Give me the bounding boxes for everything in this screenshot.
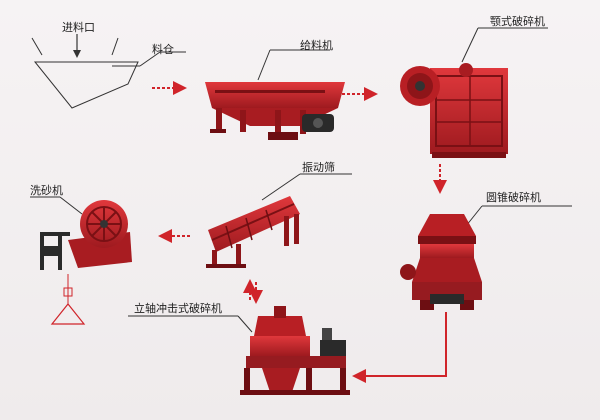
- label-vsi-crusher: 立轴冲击式破碎机: [134, 302, 222, 315]
- hopper-drawing: [31, 37, 186, 109]
- inlet-arrow-icon: [73, 34, 81, 58]
- arrow-cone-to-vsi: [352, 312, 447, 383]
- cone-crusher-machine: [400, 205, 572, 310]
- feeder-machine: [205, 49, 345, 140]
- jaw-crusher-machine: [400, 27, 548, 158]
- label-feeder: 给料机: [300, 39, 333, 52]
- label-inlet: 进料口: [62, 21, 95, 34]
- flow-arrows: [152, 81, 447, 304]
- label-hopper: 料仓: [152, 43, 174, 56]
- label-cone-crusher: 圆锥破碎机: [486, 191, 541, 204]
- vibrating-screen-machine: [206, 173, 352, 268]
- stockpile-icon: [50, 274, 86, 325]
- sand-washer-machine: [30, 196, 132, 270]
- label-vibrating-screen: 振动筛: [302, 161, 335, 174]
- label-jaw-crusher: 颚式破碎机: [490, 15, 545, 28]
- label-sand-washer: 洗砂机: [30, 184, 63, 197]
- vsi-crusher-machine: [128, 306, 350, 395]
